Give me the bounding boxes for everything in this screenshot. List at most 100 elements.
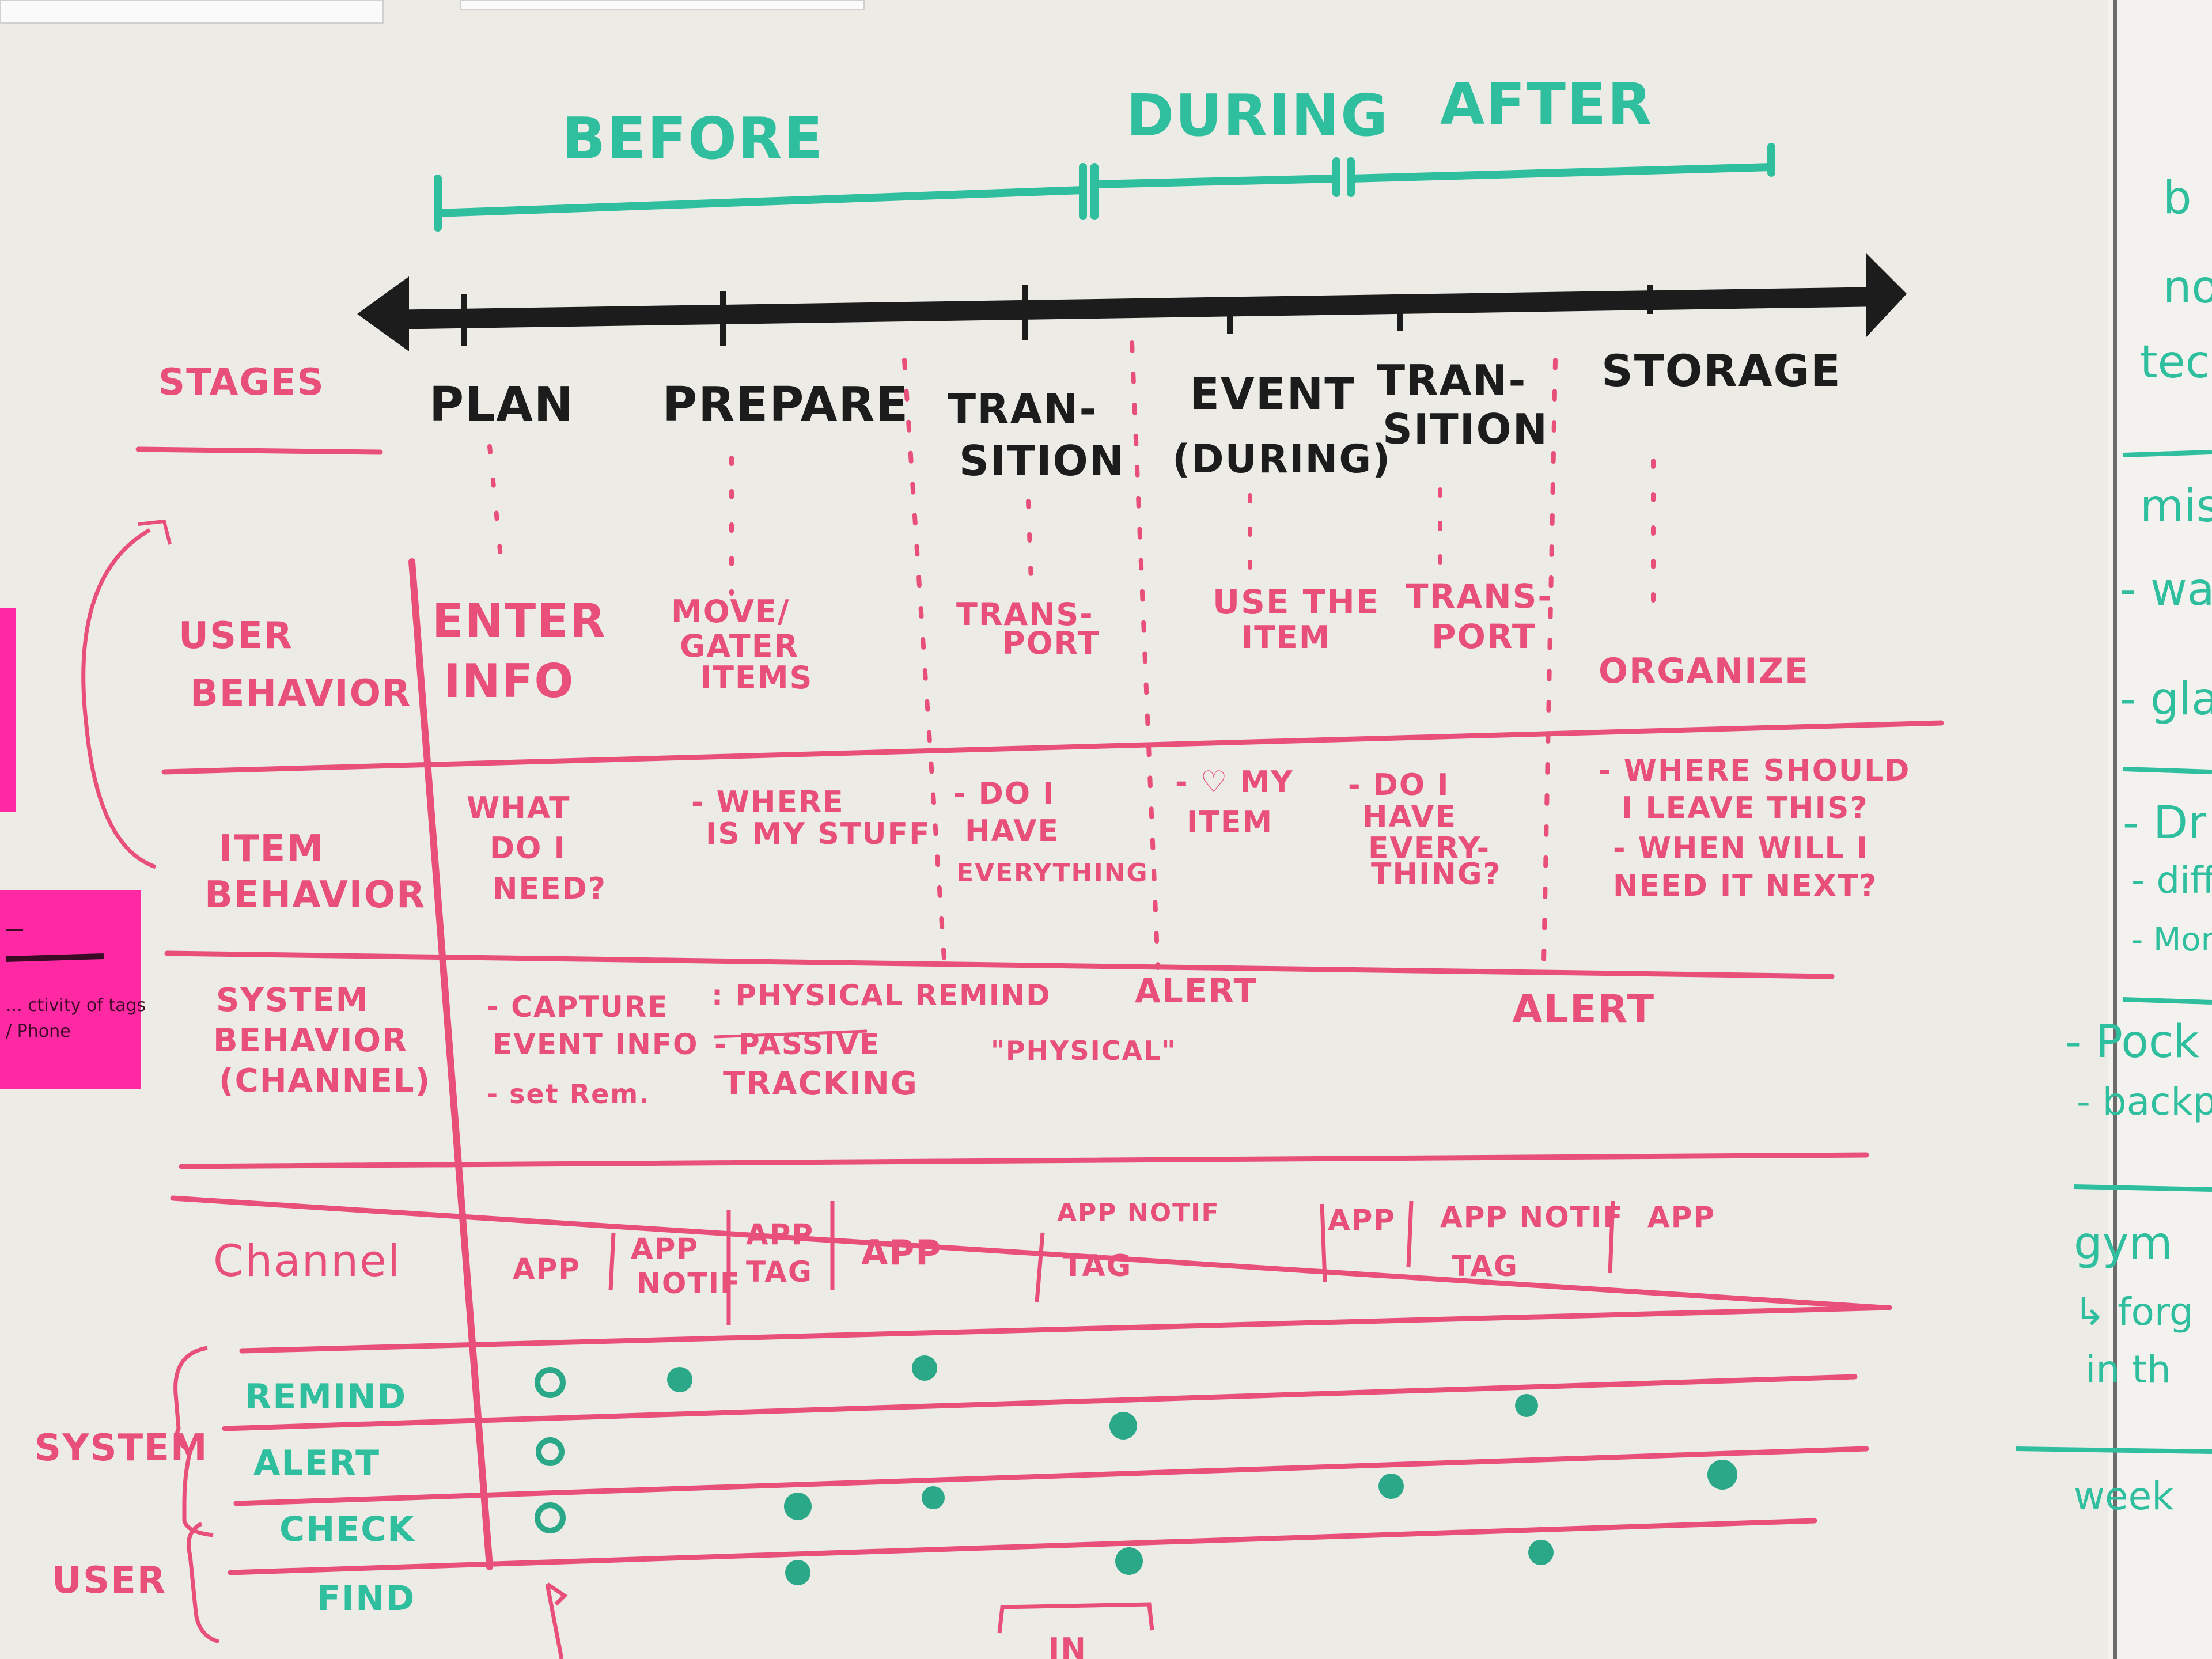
label-user-behavior-2: BEHAVIOR bbox=[190, 672, 411, 715]
stage-dotted-guides bbox=[487, 444, 1656, 630]
stage-transition-2-line2: SITION bbox=[1382, 405, 1548, 453]
grid-lines bbox=[135, 446, 1944, 1575]
ib-transition1-3: EVERYTHING bbox=[956, 858, 1149, 888]
ch-7-2: TAG bbox=[1452, 1249, 1518, 1283]
sb-prepare-3: TRACKING bbox=[723, 1065, 918, 1103]
group-braces bbox=[81, 519, 568, 1659]
label-system-behavior-1: SYSTEM bbox=[216, 982, 369, 1019]
ib-plan-1: WHAT bbox=[467, 791, 571, 825]
sb-plan-2: EVENT INFO bbox=[493, 1028, 698, 1061]
ib-storage-1: - WHERE SHOULD bbox=[1599, 753, 1910, 788]
ib-plan-2: DO I bbox=[490, 831, 566, 866]
sb-transition: "PHYSICAL" bbox=[991, 1035, 1176, 1066]
left-arrowhead bbox=[357, 276, 409, 351]
ub-prepare-1: MOVE/ bbox=[671, 593, 790, 630]
stage-labels: PLAN PREPARE TRAN- SITION EVENT (DURING)… bbox=[429, 345, 1842, 485]
sticky-note: ... ctivity of tags / Phone bbox=[0, 890, 146, 1089]
interaction-row-labels: REMIND ALERT CHECK FIND bbox=[245, 1377, 415, 1619]
ub-prepare-2: GATER bbox=[680, 628, 799, 664]
ub-plan-2: INFO bbox=[444, 654, 574, 708]
ib-event-2: ITEM bbox=[1187, 805, 1273, 840]
rp-10: - backp bbox=[2077, 1080, 2212, 1124]
rp-7: - diff bbox=[2131, 859, 2212, 902]
cycle-arrow bbox=[81, 528, 157, 869]
rp-8: - Mont bbox=[2131, 921, 2212, 959]
ib-transition2-4: THING? bbox=[1371, 857, 1502, 892]
ub-event-1: USE THE bbox=[1213, 582, 1380, 622]
label-remind: REMIND bbox=[245, 1377, 407, 1417]
label-stages: STAGES bbox=[158, 361, 325, 404]
ub-transition2-2: PORT bbox=[1431, 617, 1536, 656]
stage-separators bbox=[902, 340, 1558, 970]
ch-6: APP bbox=[1328, 1203, 1396, 1237]
label-check: CHECK bbox=[279, 1509, 415, 1550]
phase-after: AFTER bbox=[1440, 70, 1653, 138]
sb-alert-2: ALERT bbox=[1512, 987, 1655, 1032]
rp-11: gym bbox=[2074, 1218, 2173, 1270]
label-user-behavior-1: USER bbox=[179, 615, 293, 657]
phase-brackets bbox=[434, 143, 1775, 232]
label-channel: Channel bbox=[213, 1235, 401, 1286]
ib-transition2-1: - DO I bbox=[1348, 768, 1450, 802]
dot-remind-plan bbox=[535, 1367, 566, 1398]
dot-alert-event bbox=[1109, 1412, 1137, 1440]
ub-transition1-2: PORT bbox=[1002, 625, 1100, 661]
ch-7-1: APP NOTIF bbox=[1440, 1200, 1624, 1234]
paper-sheet-middle bbox=[460, 0, 865, 10]
ub-prepare-3: ITEMS bbox=[700, 660, 813, 696]
ch-2-1: APP bbox=[631, 1232, 699, 1266]
sb-underline bbox=[714, 1029, 868, 1039]
stage-plan: PLAN bbox=[429, 377, 574, 432]
ub-plan-1: ENTER bbox=[432, 594, 606, 647]
rp-9: - Pock bbox=[2065, 1016, 2199, 1068]
stage-transition-2-line1: TRAN- bbox=[1377, 356, 1527, 404]
ub-storage: ORGANIZE bbox=[1599, 651, 1809, 691]
ch-1: APP bbox=[513, 1252, 581, 1286]
label-user-group: USER bbox=[52, 1559, 166, 1602]
sb-prepare-1: : PHYSICAL REMIND bbox=[711, 979, 1051, 1012]
rp-14: week bbox=[2074, 1474, 2174, 1518]
label-find: FIND bbox=[317, 1578, 415, 1619]
stage-transition-1-line2: SITION bbox=[959, 437, 1125, 485]
ub-event-2: ITEM bbox=[1241, 619, 1331, 656]
ch-3-2: TAG bbox=[746, 1255, 813, 1289]
rp-1: no bbox=[2163, 262, 2212, 313]
ib-storage-3: - WHEN WILL I bbox=[1613, 831, 1869, 866]
stage-storage: STORAGE bbox=[1601, 345, 1842, 396]
rp-6: - Dr bbox=[2123, 797, 2207, 849]
stage-prepare: PREPARE bbox=[662, 377, 909, 432]
dot-alert-storage bbox=[1707, 1460, 1737, 1490]
sb-plan-3: - set Rem. bbox=[487, 1078, 650, 1109]
ub-transition1-1: TRANS- bbox=[956, 596, 1094, 632]
row-labels: STAGES USER BEHAVIOR ITEM BEHAVIOR SYSTE… bbox=[35, 361, 431, 1602]
dot-find-prepare bbox=[785, 1560, 810, 1585]
label-system-behavior-3: (CHANNEL) bbox=[219, 1062, 431, 1100]
dot-check-transition bbox=[922, 1486, 945, 1509]
timeline-axis bbox=[357, 253, 1907, 351]
interaction-dots bbox=[535, 1355, 1737, 1585]
rp-13: in th bbox=[2085, 1347, 2171, 1392]
rp-4: - wa bbox=[2120, 564, 2212, 616]
stage-event-line1: EVENT bbox=[1190, 368, 1355, 419]
ch-5-2: TAG bbox=[1063, 1249, 1132, 1283]
user-behavior-row: ENTER INFO MOVE/ GATER ITEMS TRANS- PORT… bbox=[432, 577, 1809, 708]
stage-event-line2: (DURING) bbox=[1172, 437, 1391, 482]
label-item-behavior-1: ITEM bbox=[219, 828, 324, 870]
ch-2-2: NOTIF bbox=[637, 1267, 741, 1300]
bottom-fragment: IN bbox=[997, 1602, 1154, 1659]
dot-alert-plan bbox=[536, 1437, 565, 1466]
phase-during: DURING bbox=[1126, 82, 1389, 149]
ib-prepare-2: IS MY STUFF bbox=[706, 817, 931, 851]
right-panel-notes: b no tec mis - wa - gla - Dr - diff - Mo… bbox=[2016, 172, 2212, 1518]
ib-transition1-2: HAVE bbox=[965, 814, 1059, 849]
dot-check-plan bbox=[535, 1502, 566, 1533]
item-behavior-row: WHAT DO I NEED? - WHERE IS MY STUFF - DO… bbox=[467, 753, 1910, 906]
label-item-behavior-2: BEHAVIOR bbox=[204, 874, 426, 916]
sb-alert-1: ALERT bbox=[1135, 971, 1257, 1010]
ib-storage-2: I LEAVE THIS? bbox=[1622, 791, 1869, 825]
ib-transition2-2: HAVE bbox=[1362, 800, 1457, 834]
paper-sheet-left bbox=[0, 0, 384, 24]
bottom-fragment-text: IN bbox=[1048, 1632, 1087, 1659]
dot-find-storage bbox=[1528, 1540, 1554, 1565]
